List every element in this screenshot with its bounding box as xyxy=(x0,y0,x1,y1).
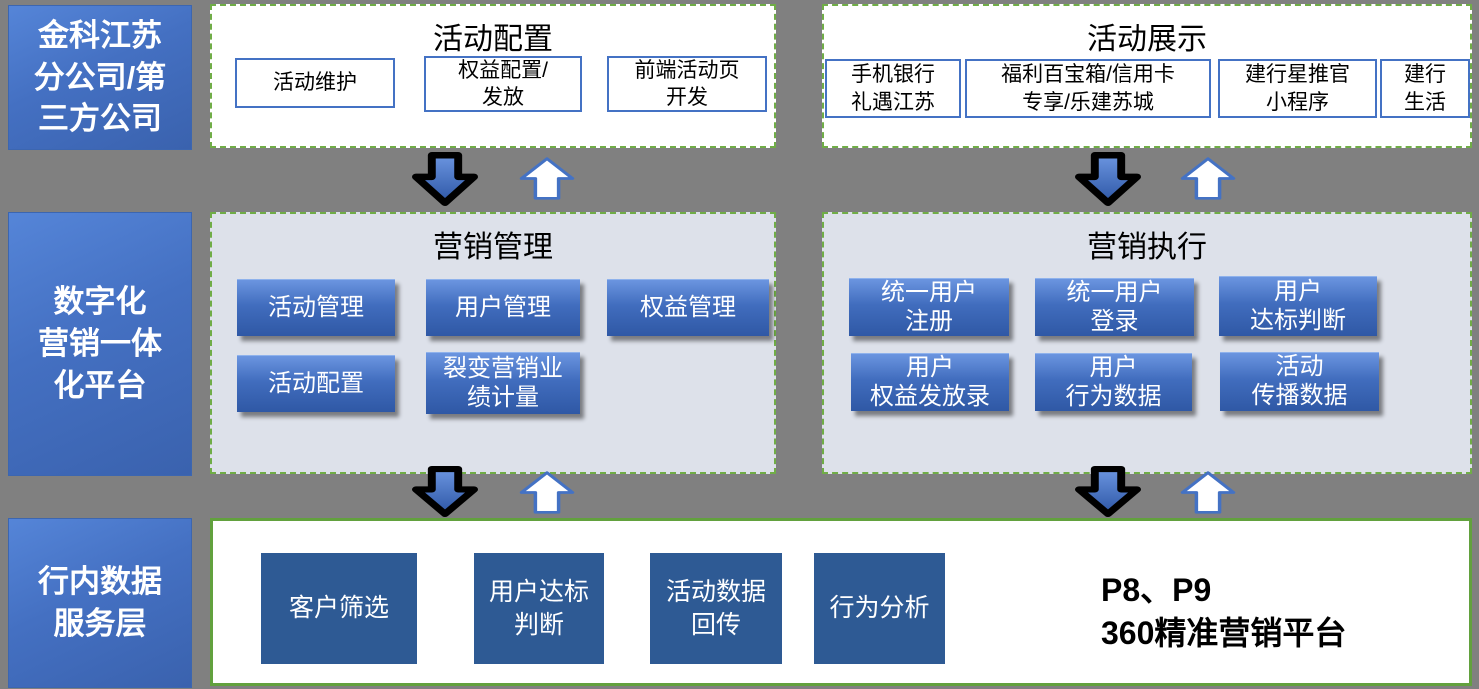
up-arrow-icon xyxy=(1180,157,1236,200)
panel-activity-display: 活动展示 手机银行 礼遇江苏 福利百宝箱/信用卡 专享/乐建苏城 建行星推官 小… xyxy=(822,4,1472,148)
panel-activity-display-title: 活动展示 xyxy=(1087,23,1207,56)
panel-activity-config-title: 活动配置 xyxy=(433,23,553,56)
button-user-goal-judgment-data: 用户达标 判断 xyxy=(474,553,604,664)
up-arrow-icon xyxy=(519,471,575,514)
button-user-management: 用户管理 xyxy=(426,279,580,336)
panel-marketing-management-title: 营销管理 xyxy=(433,231,553,264)
down-arrow-icon xyxy=(412,152,478,206)
button-fission-marketing-metrics: 裂变营销业 绩计量 xyxy=(426,352,580,414)
button-user-goal-judgment: 用户 达标判断 xyxy=(1219,276,1377,336)
button-unified-user-login: 统一用户 登录 xyxy=(1035,278,1194,336)
button-behavior-analysis: 行为分析 xyxy=(814,553,945,664)
button-activity-management: 活动管理 xyxy=(237,279,395,336)
side-label-digital-marketing-platform: 数字化 营销一体 化平台 xyxy=(8,212,192,476)
button-unified-user-registration: 统一用户 注册 xyxy=(849,278,1009,336)
button-user-rights-issue-record: 用户 权益发放录 xyxy=(851,353,1009,411)
panel-marketing-execution-title: 营销执行 xyxy=(1087,231,1207,264)
note-p8-p9-360-platform: P8、P9 360精准营销平台 xyxy=(1101,572,1347,652)
box-rights-config-distribution: 权益配置/ 发放 xyxy=(424,56,582,112)
up-arrow-icon xyxy=(519,157,575,200)
down-arrow-icon xyxy=(412,466,478,517)
panel-bank-data-services: 客户筛选 用户达标 判断 活动数据 回传 行为分析 P8、P9 360精准营销平… xyxy=(210,518,1472,686)
button-activity-config: 活动配置 xyxy=(237,355,395,412)
panel-marketing-execution: 营销执行 统一用户 注册 统一用户 登录 用户 达标判断 用户 权益发放录 用户… xyxy=(822,212,1472,474)
box-frontend-activity-page-dev: 前端活动页 开发 xyxy=(607,56,767,112)
down-arrow-icon xyxy=(1075,152,1141,206)
button-customer-screening: 客户筛选 xyxy=(261,553,417,664)
panel-activity-config: 活动配置 活动维护 权益配置/ 发放 前端活动页 开发 xyxy=(210,4,776,148)
box-ccb-star-promoter-miniprogram: 建行星推官 小程序 xyxy=(1218,59,1377,118)
button-activity-data-return: 活动数据 回传 xyxy=(650,553,782,664)
down-arrow-icon xyxy=(1075,466,1141,517)
button-rights-management: 权益管理 xyxy=(607,279,769,336)
box-ccb-life: 建行 生活 xyxy=(1380,59,1470,118)
box-activity-maintenance: 活动维护 xyxy=(235,58,395,108)
button-activity-spread-data: 活动 传播数据 xyxy=(1220,352,1379,411)
box-mobile-banking: 手机银行 礼遇江苏 xyxy=(825,59,961,118)
side-label-company-layer: 金科江苏 分公司/第 三方公司 xyxy=(8,5,192,150)
panel-marketing-management: 营销管理 活动管理 用户管理 权益管理 活动配置 裂变营销业 绩计量 xyxy=(210,212,776,474)
button-user-behavior-data: 用户 行为数据 xyxy=(1035,353,1192,411)
side-label-bank-data-service-layer: 行内数据 服务层 xyxy=(8,518,192,688)
box-welfare-treasure-box: 福利百宝箱/信用卡 专享/乐建苏城 xyxy=(965,59,1211,118)
up-arrow-icon xyxy=(1180,471,1236,514)
